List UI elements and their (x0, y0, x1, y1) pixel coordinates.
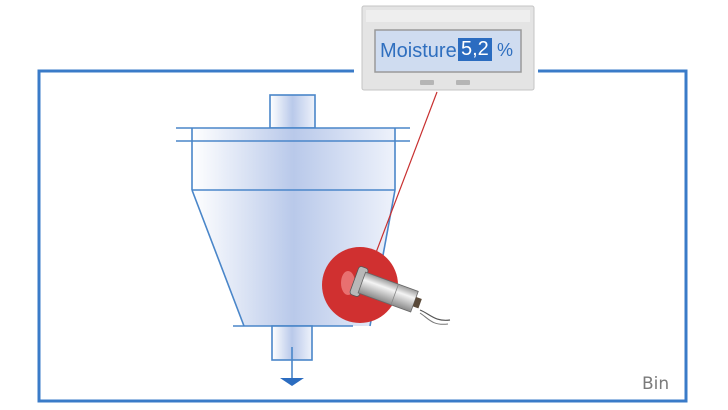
bin-frame (37, 69, 688, 403)
display-unit: % (497, 40, 514, 60)
display-value: 5,2 (458, 38, 492, 61)
bin-label: Bin (642, 374, 670, 394)
moisture-display (361, 5, 535, 91)
silo (176, 94, 410, 378)
display-label: Moisture (380, 40, 457, 62)
outflow-arrow-icon (280, 378, 304, 386)
moisture-sensor (322, 247, 451, 325)
